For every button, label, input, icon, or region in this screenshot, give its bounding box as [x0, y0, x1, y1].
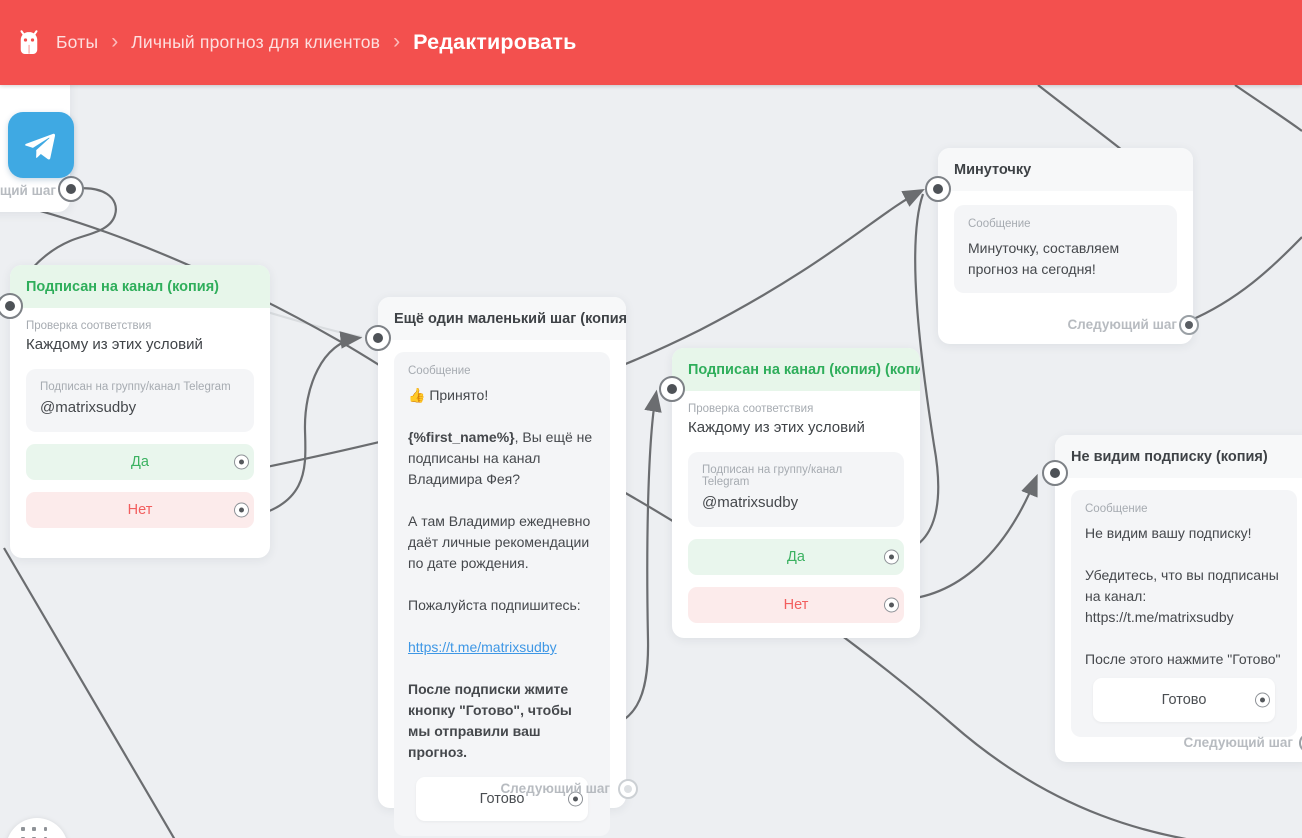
yes-button[interactable]: Да: [688, 539, 904, 575]
message-line: Минуточку, составляем прогноз на сегодня…: [968, 240, 1120, 277]
edge-minute-next: [1188, 236, 1302, 323]
node-check-subscribed-copy2[interactable]: Подписан на канал (копия) (копия) Провер…: [659, 348, 920, 638]
message-label: Сообщение: [968, 218, 1031, 230]
breadcrumb: Боты › Личный прогноз для клиентов › Ред…: [56, 30, 577, 55]
yes-output-port[interactable]: [234, 454, 249, 470]
field-value: @matrixsudby: [40, 399, 137, 416]
condition-label: Проверка соответствия: [688, 403, 814, 415]
node-no-subscription[interactable]: Не видим подписку (копия) Сообщение Не в…: [1042, 435, 1302, 762]
done-button[interactable]: Готово: [416, 777, 588, 821]
done-output-port[interactable]: [568, 791, 583, 807]
message-text: , Вы ещё не подписаны на канал Владимира…: [408, 429, 593, 487]
telegram-icon[interactable]: [8, 112, 74, 178]
yes-button[interactable]: Да: [26, 444, 254, 480]
breadcrumb-bots[interactable]: Боты: [56, 32, 99, 52]
canvas-menu-button[interactable]: [6, 818, 68, 838]
no-output-port[interactable]: [234, 502, 249, 518]
node-one-more-step[interactable]: Ещё один маленький шаг (копия) (ко... Со…: [365, 297, 638, 836]
message-line: https://t.me/matrixsudby: [1085, 609, 1234, 625]
message-box[interactable]: Сообщение 👍 Принято! {%first_name%}, Вы …: [394, 352, 610, 836]
edge-behind-minute: [1037, 84, 1123, 151]
input-port[interactable]: [1042, 460, 1068, 486]
next-step-label: Следующий шаг: [0, 183, 56, 198]
paper-plane-icon: [25, 133, 56, 160]
field-value: @matrixsudby: [702, 494, 799, 511]
no-label: Нет: [783, 597, 809, 613]
yes-output-port[interactable]: [884, 549, 899, 565]
edge-bottom-left: [3, 547, 176, 838]
node-title: Не видим подписку (копия): [1055, 435, 1302, 478]
next-step-port[interactable]: [1179, 315, 1199, 335]
next-step-label: Следующий шаг: [500, 781, 610, 796]
message-label: Сообщение: [1085, 503, 1148, 515]
field-label: Подписан на группу/канал Telegram: [40, 381, 231, 393]
message-line: После подписки жмите кнопку "Готово", чт…: [408, 681, 572, 760]
node-minute[interactable]: Минуточку Сообщение Минуточку, составляе…: [925, 148, 1199, 344]
done-label: Готово: [479, 791, 525, 807]
input-port[interactable]: [659, 376, 685, 402]
next-step-label: Следующий шаг: [1067, 317, 1177, 332]
message-line: После этого нажмите "Готово": [1085, 651, 1281, 667]
node-check-subscribed-copy[interactable]: Подписан на канал (копия) Проверка соотв…: [0, 265, 270, 558]
message-label: Сообщение: [408, 365, 471, 377]
message-line: Убедитесь, что вы подписаны на канал:: [1085, 567, 1279, 604]
no-output-port[interactable]: [884, 597, 899, 613]
no-label: Нет: [127, 502, 153, 518]
no-button[interactable]: Нет: [26, 492, 254, 528]
yes-label: Да: [787, 549, 805, 565]
done-label: Готово: [1161, 692, 1207, 708]
message-box[interactable]: Сообщение Минуточку, составляем прогноз …: [954, 205, 1177, 293]
node-title: Ещё один маленький шаг (копия) (ко...: [378, 297, 626, 340]
yes-label: Да: [131, 454, 149, 470]
message-line: 👍 Принято!: [408, 387, 489, 403]
chevron-right-icon: ›: [393, 30, 401, 53]
next-step-label: Следующий шаг: [1183, 735, 1293, 750]
condition-label: Проверка соответствия: [26, 320, 152, 332]
edge-top-right: [1234, 84, 1302, 132]
condition-field[interactable]: Подписан на группу/канал Telegram @matri…: [26, 369, 254, 432]
input-port[interactable]: [925, 176, 951, 202]
field-label: Подписан на группу/канал Telegram: [702, 464, 843, 488]
breadcrumb-edit: Редактировать: [413, 30, 577, 54]
message-line: {%first_name%}, Вы ещё не подписаны на к…: [408, 427, 596, 490]
message-line: Пожалуйста подпишитесь:: [408, 597, 581, 613]
bot-icon[interactable]: [14, 28, 44, 58]
condition-value: Каждому из этих условий: [688, 419, 865, 436]
breadcrumb-bot-name[interactable]: Личный прогноз для клиентов: [131, 32, 381, 52]
message-box[interactable]: Сообщение Не видим вашу подписку! Убедит…: [1071, 490, 1297, 737]
grid-dots-icon: [21, 827, 49, 838]
next-step-port[interactable]: [618, 779, 638, 799]
node-title: Подписан на канал (копия) (копия): [672, 348, 920, 391]
message-line: А там Владимир ежедневно даёт личные рек…: [408, 513, 591, 571]
channel-link[interactable]: https://t.me/matrixsudby: [408, 639, 557, 655]
done-output-port[interactable]: [1255, 692, 1270, 708]
input-port[interactable]: [0, 293, 23, 319]
condition-field[interactable]: Подписан на группу/канал Telegram @matri…: [688, 452, 904, 527]
done-button[interactable]: Готово: [1093, 678, 1275, 722]
node-title: Подписан на канал (копия): [10, 265, 270, 308]
next-step-port[interactable]: [58, 176, 84, 202]
input-port[interactable]: [365, 325, 391, 351]
edge-done1-to-check2: [591, 389, 662, 732]
condition-value: Каждому из этих условий: [26, 336, 203, 353]
message-line: Не видим вашу подписку!: [1085, 525, 1252, 541]
no-button[interactable]: Нет: [688, 587, 904, 623]
edge-no1-to-msg1: [241, 331, 363, 521]
node-title: Минуточку: [938, 148, 1193, 191]
app-header: Боты › Личный прогноз для клиентов › Ред…: [0, 0, 1302, 85]
edge-yes2-to-minute: [896, 193, 940, 555]
variable-token: {%first_name%}: [408, 429, 515, 445]
chevron-right-icon: ›: [111, 30, 119, 53]
